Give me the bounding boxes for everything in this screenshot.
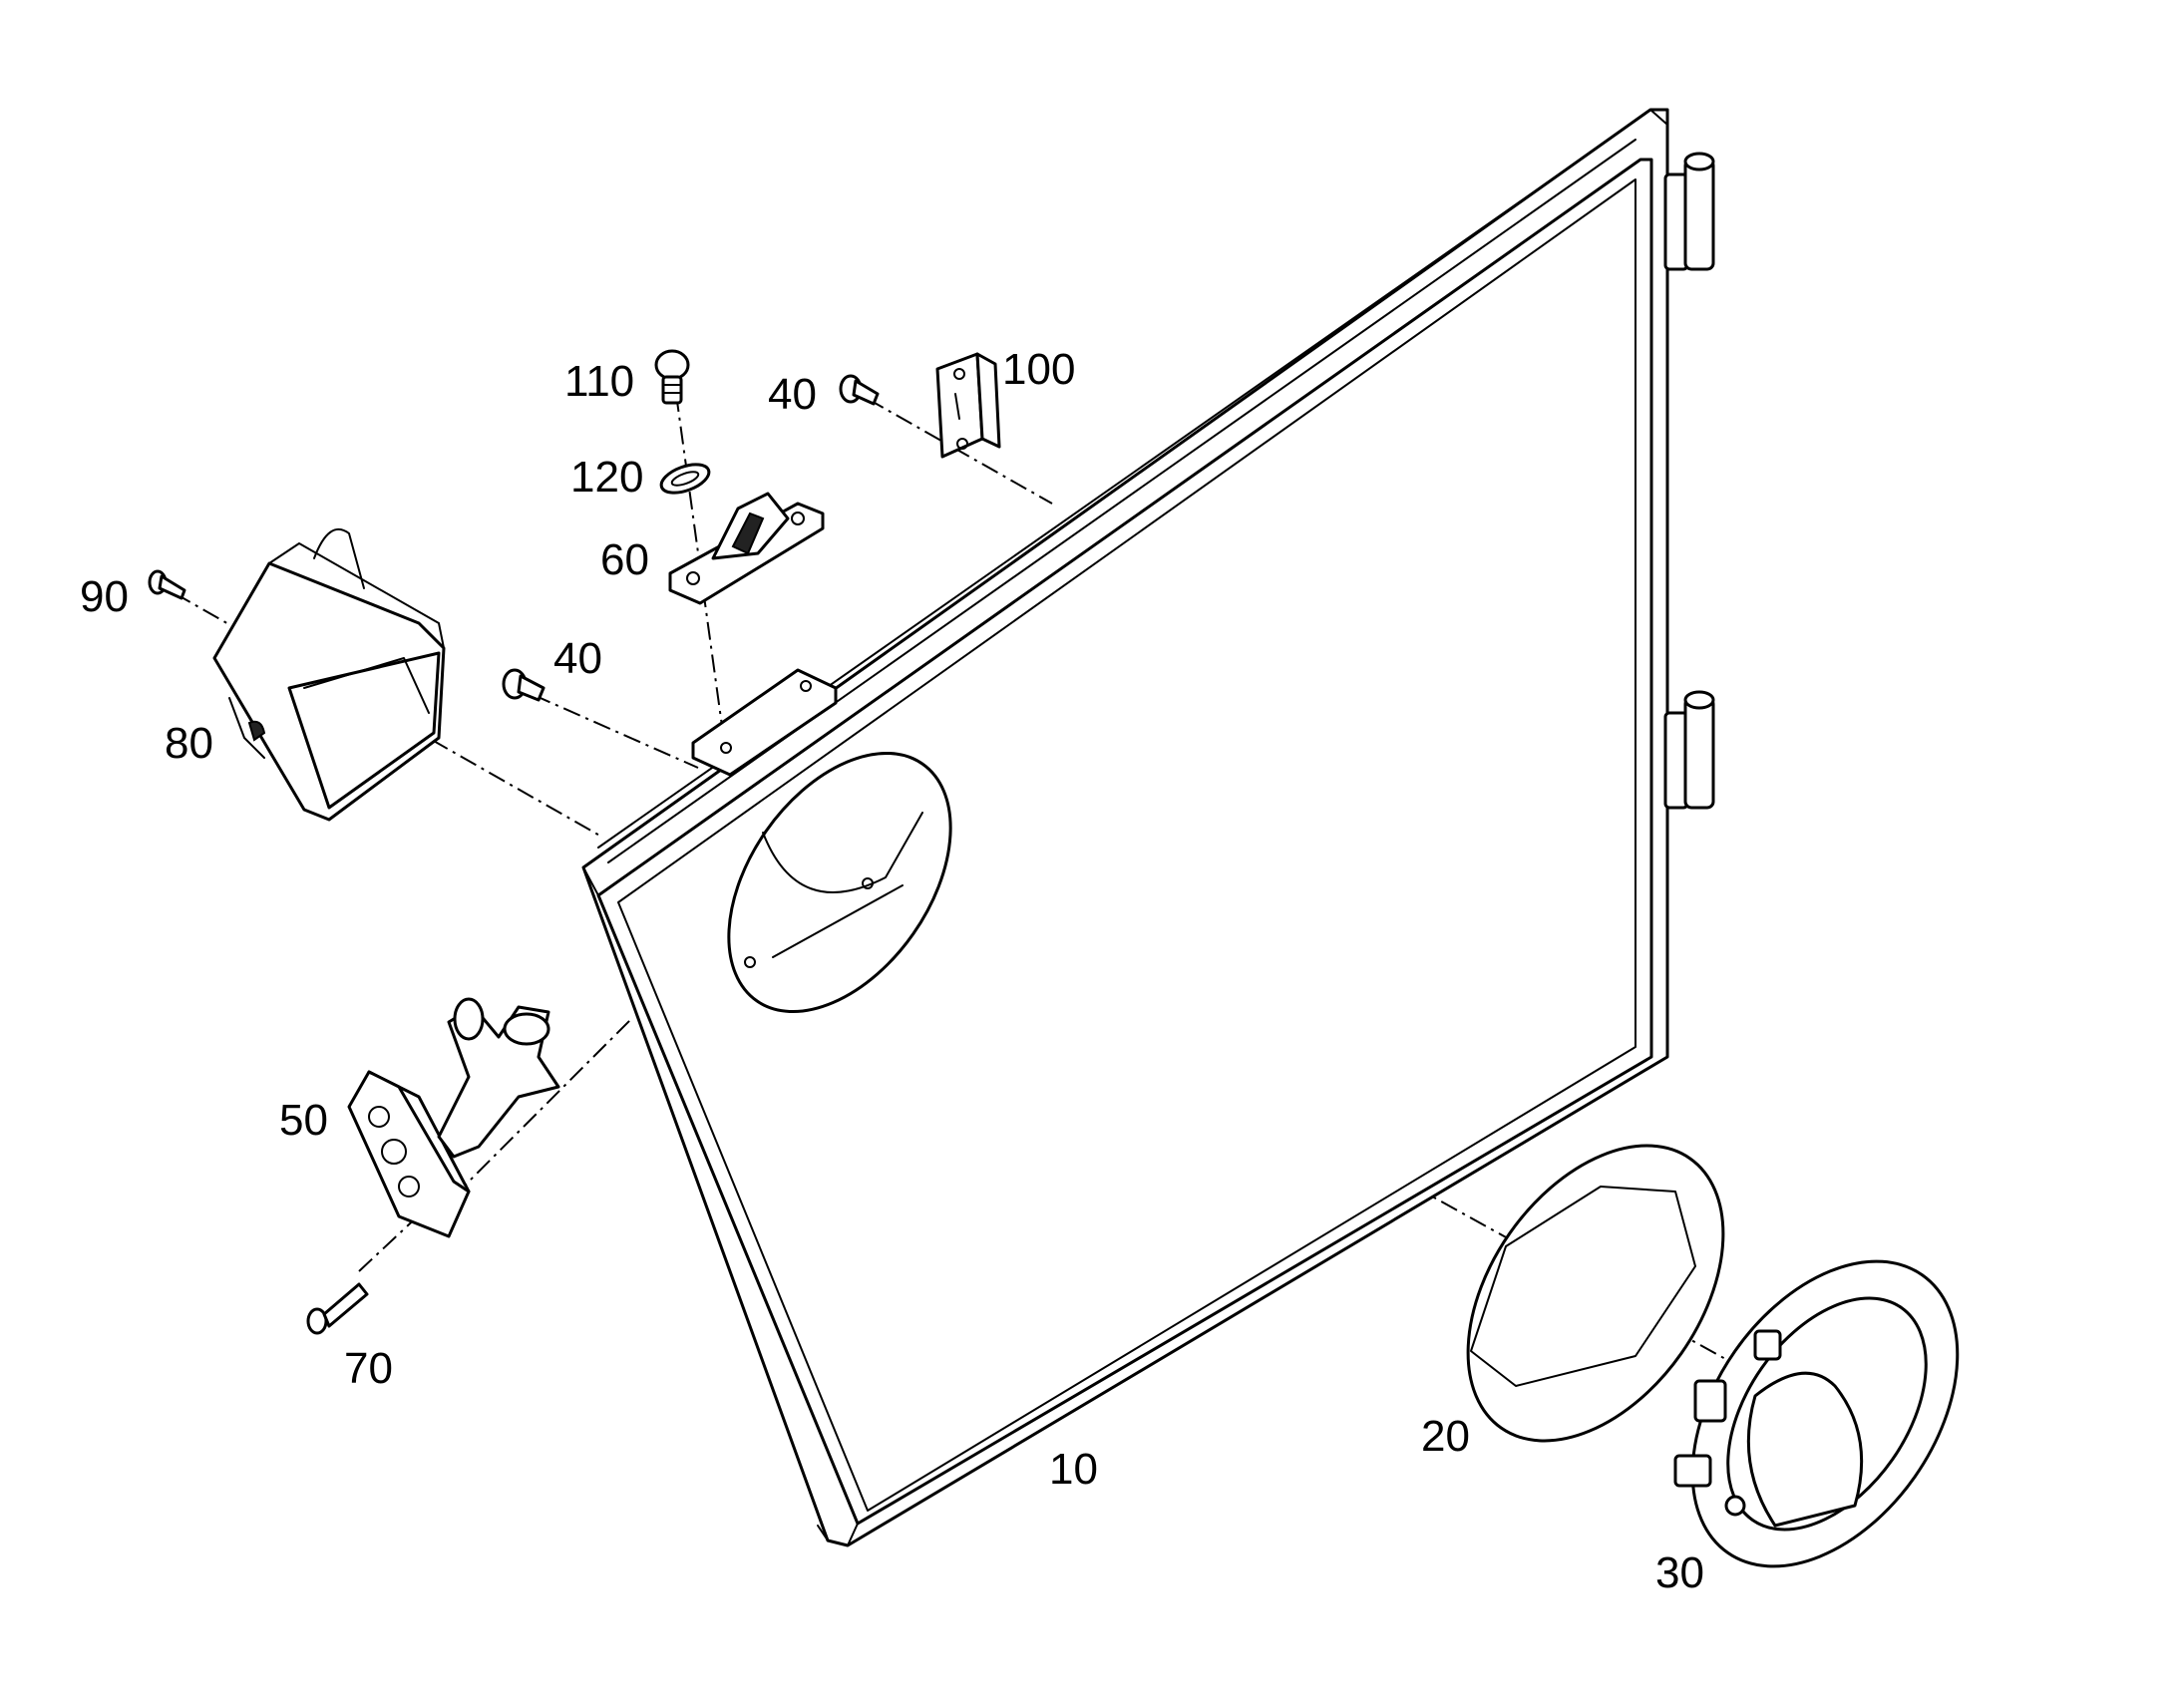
callout-80: 80 (165, 719, 213, 768)
callout-70: 70 (344, 1344, 393, 1393)
callout-40-lower: 40 (553, 634, 602, 683)
callout-100: 100 (1002, 345, 1075, 394)
screw-40-lower (502, 668, 545, 702)
bracket-100 (935, 352, 1001, 459)
screw-110 (654, 349, 690, 405)
mounting-plate (691, 668, 838, 777)
callout-120: 120 (570, 453, 643, 502)
axis-lock-50-to-door (453, 1016, 634, 1197)
callout-30: 30 (1655, 1548, 1704, 1597)
callout-90: 90 (80, 572, 129, 621)
hinge-upper (1663, 152, 1715, 271)
screw-90 (148, 569, 186, 600)
handle-recess (727, 751, 952, 1014)
catch-60 (668, 492, 825, 605)
cover-80 (212, 527, 446, 822)
axis-screw-40-to-plate (533, 694, 699, 769)
lock-50 (347, 997, 560, 1238)
screw-70 (306, 1282, 369, 1335)
door-panel (581, 108, 1669, 1547)
callout-20: 20 (1421, 1412, 1470, 1461)
callout-labels: 10 20 30 40 40 50 60 70 80 90 100 110 12… (80, 345, 1704, 1597)
screw-40-upper (839, 374, 880, 406)
callout-50: 50 (279, 1096, 328, 1145)
gasket-ring (1466, 1144, 1725, 1443)
callout-110: 110 (564, 357, 634, 406)
washer-120 (659, 463, 711, 495)
callout-10: 10 (1049, 1445, 1098, 1494)
callout-60: 60 (600, 535, 649, 584)
hinge-lower (1663, 690, 1715, 810)
paddle-latch (1673, 1259, 1960, 1568)
axis-screw-40-to-bracket-100 (867, 398, 1053, 505)
callout-40-upper: 40 (768, 370, 817, 419)
